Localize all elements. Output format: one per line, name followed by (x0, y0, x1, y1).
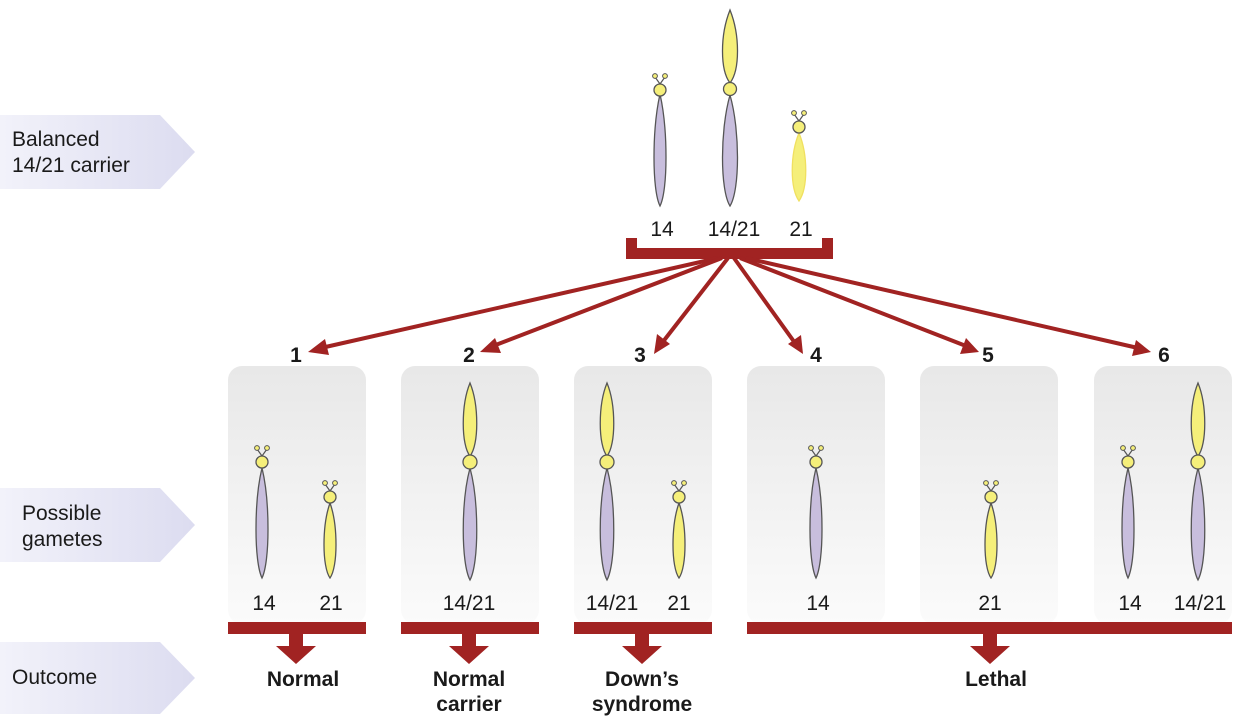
gamete-panel-3 (574, 366, 712, 624)
outcome-labels: Normal Normal carrier Down’s syndrome Le… (267, 668, 1027, 716)
gametes-label-line1: Possible (22, 502, 101, 525)
outcome-bar-1 (228, 622, 366, 634)
gamete-1-label-b: 21 (319, 592, 342, 615)
carrier-label-line1: Balanced (12, 128, 100, 151)
outcome-normal-carrier-line1: Normal (433, 668, 505, 691)
arrow-to-gamete-1 (320, 256, 719, 350)
outcome-normal-carrier-line2: carrier (436, 693, 501, 716)
arrow-to-gamete-2 (492, 256, 723, 348)
gamete-numbers: 1 2 3 4 5 6 (290, 344, 1170, 367)
outcome-bar-3 (574, 622, 712, 634)
arrowhead-5 (960, 338, 979, 354)
outcome-lethal: Lethal (965, 668, 1027, 691)
gamete-chromosome-labels: 14 21 14/21 14/21 21 14 21 14 14/21 (252, 592, 1226, 615)
outcome-downs-line2: syndrome (592, 693, 692, 716)
carrier-chromosomes: 14 14/21 21 (650, 8, 813, 241)
carrier-label-14-21: 14/21 (708, 218, 761, 241)
gamete-number-5: 5 (982, 344, 994, 367)
arrow-to-gamete-4 (732, 256, 797, 345)
gamete-6-label-a: 14 (1118, 592, 1142, 615)
gamete-6-chromosome-14-21 (1190, 381, 1206, 582)
label-arrow-shape (0, 488, 195, 562)
gamete-number-2: 2 (463, 344, 475, 367)
gamete-3-label-a: 14/21 (586, 592, 639, 615)
chromosome-14-21 (721, 8, 739, 208)
gamete-1-chromosome-21 (322, 480, 338, 580)
gamete-5-chromosome-21 (983, 480, 999, 580)
gamete-5-label-a: 21 (978, 592, 1001, 615)
outcome-arrow-3 (622, 634, 662, 664)
gamete-4-chromosome-14 (808, 445, 824, 580)
arrowhead-2 (480, 338, 501, 353)
side-label-outcome: Outcome (0, 642, 195, 714)
outcome-arrow-1 (276, 634, 316, 664)
arrowhead-6 (1132, 340, 1151, 356)
gamete-1-chromosome-14 (254, 445, 270, 580)
gamete-panel-1 (228, 366, 366, 624)
gamete-3-label-b: 21 (667, 592, 690, 615)
arrow-to-gamete-3 (660, 256, 730, 345)
gamete-6-chromosome-14 (1120, 445, 1136, 580)
gametes-label-line2: gametes (22, 528, 103, 551)
gamete-3-chromosome-14-21 (599, 381, 615, 582)
outcome-bars (228, 622, 1232, 664)
carrier-label-14: 14 (650, 218, 674, 241)
outcome-downs-line1: Down’s (605, 668, 679, 691)
gamete-panels (228, 366, 1232, 624)
arrow-to-gamete-6 (745, 256, 1139, 350)
carrier-label-21: 21 (789, 218, 812, 241)
outcome-arrow-2 (449, 634, 489, 664)
arrowhead-1 (308, 339, 329, 355)
gamete-number-1: 1 (290, 344, 302, 367)
arrowhead-4 (788, 335, 803, 354)
gamete-panel-6 (1094, 366, 1232, 624)
side-label-gametes: Possible gametes (0, 488, 195, 562)
outcome-bar-lethal (747, 622, 1232, 634)
gamete-arrows (308, 256, 1151, 356)
gamete-number-3: 3 (634, 344, 646, 367)
label-arrow-shape (0, 115, 195, 189)
gamete-number-4: 4 (810, 344, 822, 367)
carrier-bracket (626, 238, 833, 259)
gamete-3-chromosome-21 (671, 480, 687, 580)
gamete-2-chromosome-14-21 (462, 381, 478, 582)
chromosome-14 (652, 73, 668, 208)
outcome-bar-2 (401, 622, 539, 634)
gamete-number-6: 6 (1158, 344, 1170, 367)
outcome-arrow-lethal (970, 634, 1010, 664)
carrier-label-line2: 14/21 carrier (12, 154, 130, 177)
arrow-to-gamete-5 (739, 256, 967, 348)
chromosome-21 (791, 110, 807, 203)
gamete-6-label-b: 14/21 (1174, 592, 1227, 615)
gamete-chromosomes (254, 381, 1206, 582)
gamete-2-label-a: 14/21 (443, 592, 496, 615)
outcome-normal: Normal (267, 668, 339, 691)
outcome-label: Outcome (12, 666, 97, 689)
side-label-carrier: Balanced 14/21 carrier (0, 115, 195, 189)
arrowhead-3 (654, 334, 670, 354)
label-arrow-shape (0, 642, 195, 714)
gamete-4-label-a: 14 (806, 592, 830, 615)
gamete-1-label-a: 14 (252, 592, 276, 615)
